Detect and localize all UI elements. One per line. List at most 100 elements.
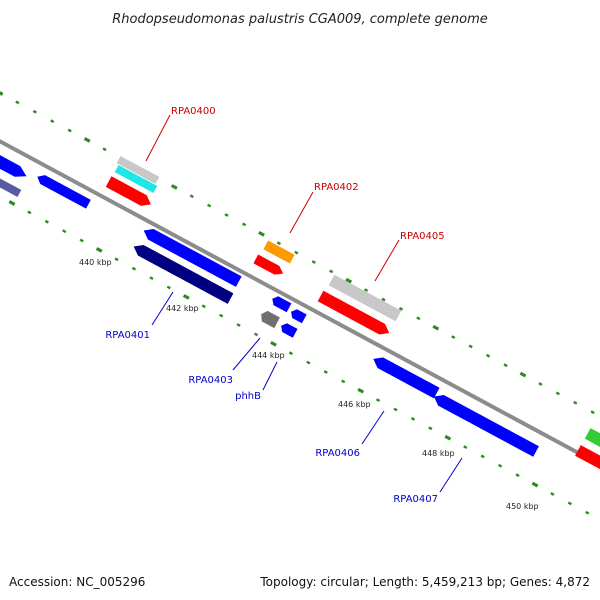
gene-feature-blue-small-1[interactable] (270, 294, 292, 313)
outer-tick-mark (102, 147, 107, 152)
gene-feature-lightgray-1[interactable] (116, 156, 160, 184)
outer-tick-mark (432, 324, 440, 331)
outer-tick-mark (416, 316, 421, 321)
inner-tick-mark (44, 219, 49, 224)
inner-tick-row (8, 200, 590, 515)
gene-feature-rpa0406[interactable] (370, 354, 440, 399)
inner-tick-mark (497, 463, 503, 468)
gene-label-rpa0403: RPA0403 (188, 375, 233, 386)
gene-label-rpa0402: RPA0402 (314, 182, 359, 193)
outer-tick-mark (451, 335, 456, 339)
gene-feature-orange[interactable] (263, 240, 295, 264)
gene-feature-rpa0401[interactable] (131, 241, 234, 304)
inner-tick-mark (114, 257, 119, 262)
leader-line-rpa0407 (439, 457, 463, 493)
outer-tick-mark (329, 269, 334, 274)
genome-summary-text: Topology: circular; Length: 5,459,213 bp… (259, 575, 590, 589)
leader-line-rpa0406 (361, 410, 385, 445)
inner-tick-mark (270, 340, 277, 347)
outer-tick-mark (32, 109, 37, 114)
inner-tick-mark (585, 510, 590, 515)
inner-tick-mark (8, 200, 16, 206)
inner-tick-mark (219, 313, 224, 318)
outer-tick-mark (555, 391, 560, 396)
genome-backbone (0, 139, 600, 467)
outer-tick-mark (590, 410, 595, 415)
outer-tick-mark (503, 363, 508, 368)
leader-line-rpa0400 (145, 114, 171, 162)
leader-line-phhb (262, 361, 278, 391)
outer-tick-mark (241, 222, 247, 227)
inner-tick-mark (515, 473, 520, 478)
outer-tick-mark (311, 260, 316, 264)
gene-feature-right-green[interactable] (584, 428, 600, 455)
leader-line-rpa0403 (232, 337, 261, 371)
gene-feature-rpa0405[interactable] (317, 290, 392, 339)
inner-tick-mark (393, 407, 398, 412)
gene-feature-phhb[interactable] (279, 321, 298, 338)
inner-tick-mark (253, 332, 259, 337)
gene-feature-blue-a[interactable] (35, 172, 91, 209)
gene-feature-lightgray-2[interactable] (328, 274, 402, 322)
inner-tick-mark (323, 370, 328, 374)
scale-label-442: 442 kbp (166, 304, 199, 313)
outer-tick-mark (170, 184, 178, 190)
outer-tick-mark (573, 400, 578, 405)
gene-feature-right-red[interactable] (575, 445, 600, 473)
scale-label-446: 446 kbp (338, 400, 371, 409)
outer-tick-mark (15, 100, 20, 105)
outer-tick-mark (381, 297, 386, 302)
inner-tick-mark (27, 210, 32, 215)
gene-feature-rpa0407[interactable] (431, 391, 539, 457)
gene-label-rpa0406: RPA0406 (315, 448, 360, 459)
inner-tick-mark (531, 481, 539, 488)
scale-label-448: 448 kbp (422, 449, 455, 458)
inner-tick-mark (375, 398, 381, 402)
inner-tick-mark (444, 434, 452, 441)
gene-label-rpa0400: RPA0400 (171, 106, 216, 117)
scale-label-450: 450 kbp (506, 502, 539, 511)
inner-tick-mark (166, 285, 171, 290)
gene-feature-rpa0400[interactable] (105, 176, 154, 209)
gene-feature-rpa0403[interactable] (258, 309, 280, 329)
outer-tick-mark (294, 250, 299, 255)
inner-tick-mark (410, 416, 416, 421)
outer-tick-mark (276, 241, 281, 246)
inner-tick-mark (567, 501, 572, 506)
gene-feature-left-blue[interactable] (0, 147, 29, 181)
gene-feature-blue-small-2[interactable] (289, 307, 307, 324)
outer-tick-mark (468, 344, 473, 349)
inner-tick-mark (201, 304, 206, 309)
gene-feature-blue-b[interactable] (141, 225, 242, 287)
inner-tick-mark (341, 379, 346, 384)
outer-tick-mark (363, 288, 369, 292)
outer-tick-mark (224, 213, 229, 217)
outer-tick-mark (0, 90, 4, 96)
outer-tick-row (0, 90, 595, 415)
inner-tick-mark (550, 492, 555, 496)
outer-tick-mark (485, 353, 491, 358)
inner-tick-mark (236, 323, 241, 327)
inner-tick-mark (62, 229, 67, 234)
inner-tick-mark (79, 238, 84, 243)
inner-tick-mark (306, 360, 311, 365)
outer-tick-mark (398, 306, 404, 311)
gene-feature-left-slate[interactable] (0, 169, 22, 197)
gene-label-rpa0405: RPA0405 (400, 231, 445, 242)
gene-feature-rpa0402[interactable] (253, 254, 285, 278)
gene-feature-cyan[interactable] (114, 165, 158, 193)
outer-tick-mark (345, 277, 353, 284)
map-title: Rhodopseudomonas palustris CGA009, compl… (112, 12, 488, 27)
gene-label-phhb: phhB (235, 391, 261, 402)
gene-label-rpa0407: RPA0407 (393, 494, 438, 505)
outer-tick-mark (207, 203, 212, 208)
outer-tick-mark (538, 382, 543, 386)
inner-tick-mark (480, 454, 485, 459)
outer-tick-mark (67, 128, 72, 133)
gene-label-rpa0401: RPA0401 (105, 330, 150, 341)
inner-tick-mark (463, 445, 468, 449)
outer-tick-mark (189, 194, 194, 199)
inner-tick-mark (182, 294, 190, 300)
scale-label-444: 444 kbp (252, 351, 285, 360)
inner-tick-mark (149, 276, 154, 280)
